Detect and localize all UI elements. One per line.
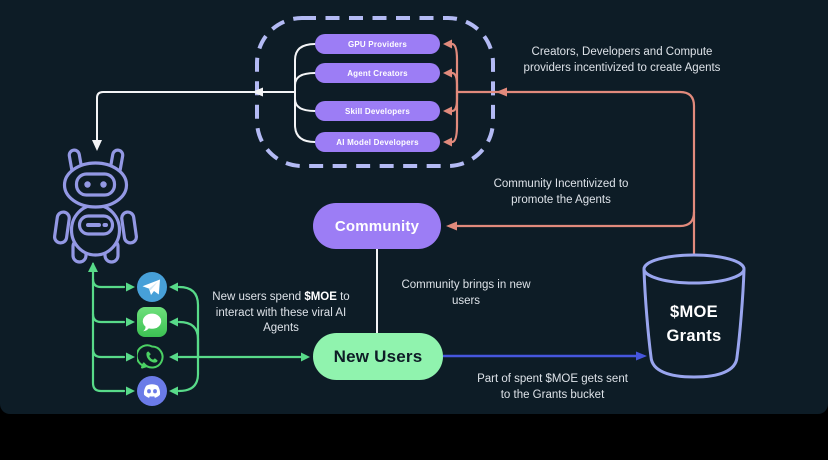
- note-line: to the Grants bucket: [500, 388, 605, 401]
- connector-lines: [53, 16, 746, 396]
- note-line: Community Incentivized to: [493, 178, 629, 190]
- node-label: New Users: [333, 346, 423, 366]
- node-label: AI Model Developers: [336, 137, 419, 147]
- note-grants-flow: Part of spent $MOE gets sent to the Gran…: [445, 372, 660, 403]
- grants-line1: $MOE: [670, 303, 718, 321]
- note-community-brings: Community brings in new users: [381, 278, 551, 309]
- note-new-users-spend: New users spend $MOE to interact with th…: [198, 290, 364, 337]
- node-label: Agent Creators: [347, 68, 408, 78]
- whatsapp-icon: [137, 342, 167, 372]
- node-new-users: New Users: [313, 333, 443, 380]
- telegram-icon: [137, 272, 167, 302]
- node-label: Skill Developers: [344, 106, 410, 116]
- note-creators-incentive: Creators, Developers and Compute provide…: [492, 45, 752, 76]
- imessage-icon: [137, 307, 167, 337]
- note-text: New users spend: [212, 291, 305, 303]
- note-line: Creators, Developers and Compute: [531, 46, 713, 58]
- moe-grants-bucket: [642, 253, 746, 379]
- white-arrowheads: [92, 87, 263, 151]
- node-community: Community: [313, 203, 441, 249]
- moe-token-text: $MOE: [304, 291, 337, 303]
- robot-agent-icon: [53, 148, 138, 264]
- salmon-flow-lines: [450, 42, 696, 257]
- green-flow-lines: [91, 262, 303, 393]
- node-gpu-providers: GPU Providers: [315, 34, 440, 54]
- node-skill-developers: Skill Developers: [315, 101, 440, 121]
- green-arrowheads: [88, 262, 310, 396]
- note-line: Agents: [263, 322, 299, 334]
- note-text: to: [336, 291, 350, 303]
- note-line: Part of spent $MOE gets sent: [477, 373, 628, 385]
- salmon-arrowheads: [443, 39, 507, 231]
- node-agent-creators: Agent Creators: [315, 63, 440, 83]
- note-line: users: [451, 294, 481, 307]
- note-line: Community brings in new: [401, 279, 531, 291]
- moe-grants-label: $MOE Grants: [644, 301, 744, 348]
- grants-line2: Grants: [666, 326, 722, 345]
- node-label: GPU Providers: [347, 39, 408, 49]
- note-line: New users spend $MOE to: [198, 290, 364, 306]
- note-line: interact with these viral AI: [215, 306, 347, 319]
- blue-arrowhead: [636, 351, 647, 361]
- bottom-letterbox: [0, 414, 828, 460]
- note-community-incentive: Community Incentivized to promote the Ag…: [466, 177, 656, 208]
- diagram-background: GPU Providers Agent Creators Skill Devel…: [0, 0, 828, 414]
- node-label: Community: [334, 217, 420, 235]
- node-ai-model-developers: AI Model Developers: [315, 132, 440, 152]
- note-line: promote the Agents: [511, 193, 611, 206]
- discord-icon: [137, 376, 167, 406]
- white-flow-lines: [96, 43, 316, 143]
- note-line: providers incentivized to create Agents: [523, 61, 721, 74]
